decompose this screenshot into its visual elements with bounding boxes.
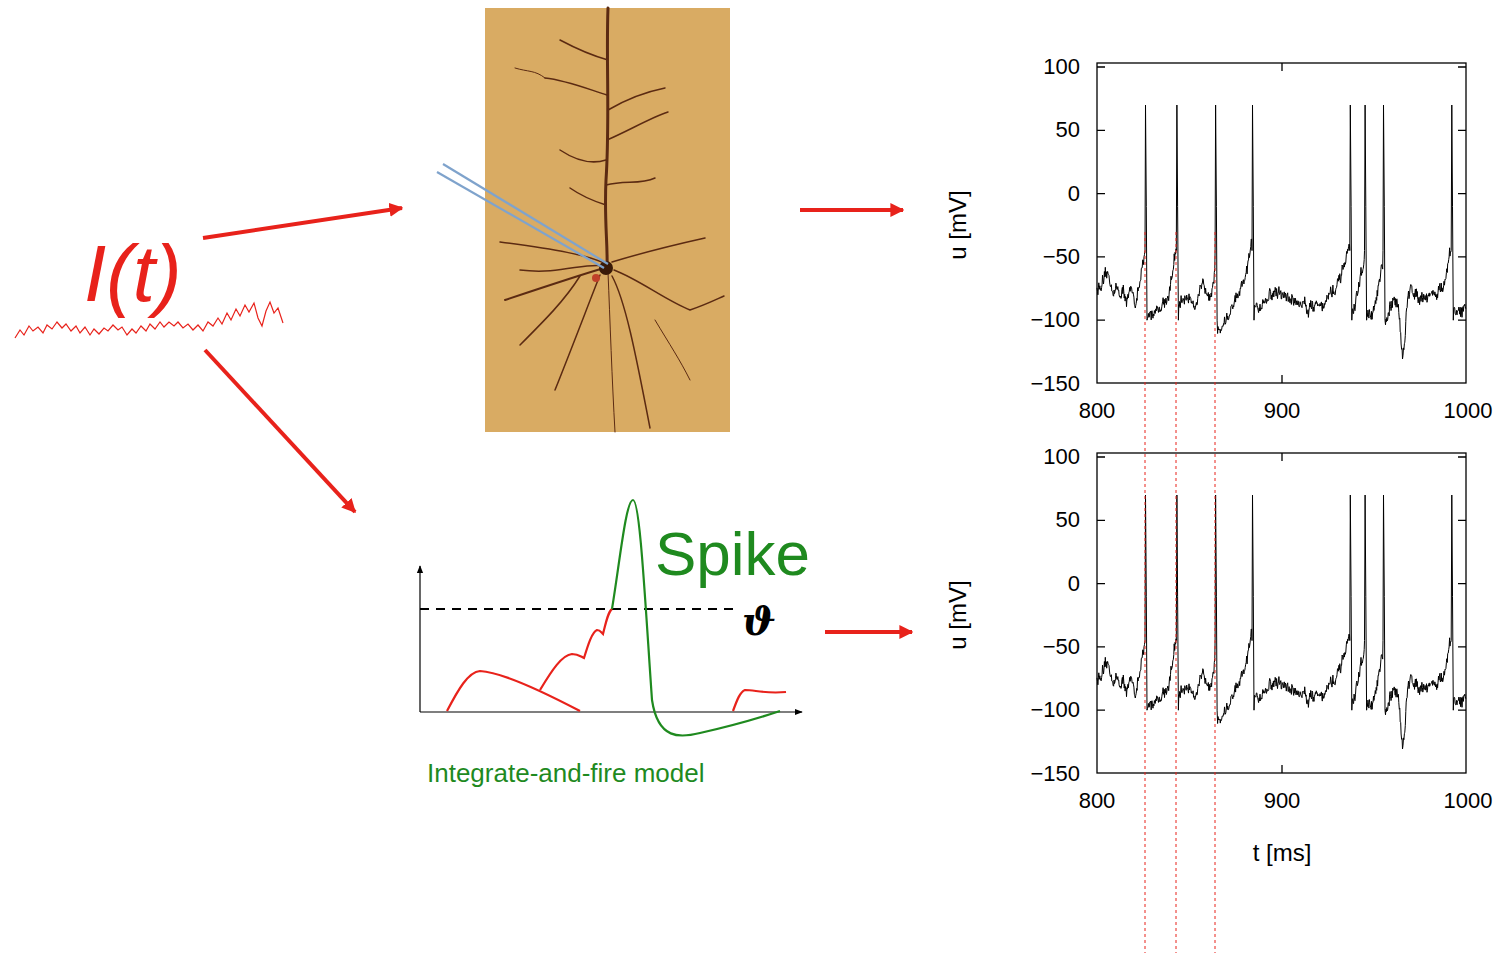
- model-caption: Integrate-and-fire model: [427, 760, 704, 786]
- recorded-voltage-plot: 100 50 0 −50 −100 −150 800 900 1000 u [mV]: [912, 41, 1500, 430]
- neuron-to-recording-arrow: [800, 208, 903, 212]
- flow-arrow: [205, 350, 355, 512]
- tick-label: 800: [1079, 400, 1116, 422]
- tick-label: 800: [1079, 790, 1116, 812]
- integrate-and-fire-model: Spike ϑIntegrate-and-fire model: [355, 495, 825, 795]
- flow-arrow: [825, 630, 912, 634]
- voltage-trace-model: [1097, 495, 1466, 749]
- threshold-symbol: ϑ: [742, 601, 776, 641]
- plot-frames: [1097, 63, 1466, 773]
- input-current: I(t): [12, 230, 288, 350]
- tick-label: −100: [1000, 699, 1080, 721]
- axis-title: u [mV]: [946, 580, 970, 649]
- tick-label: 50: [1000, 509, 1080, 531]
- input-to-neuron-arrow: [203, 208, 402, 238]
- tick-label: 0: [1000, 573, 1080, 595]
- tick-label: 900: [1264, 400, 1301, 422]
- tick-label: 900: [1264, 790, 1301, 812]
- electrode: [437, 164, 608, 268]
- input-label: I(t): [84, 234, 182, 314]
- model-voltage-plot: 100 50 0 −50 −100 −150 800 900 1000 u [mV] t [ms]: [912, 431, 1500, 875]
- axis-title: u [mV]: [946, 190, 970, 259]
- spike-label: Spike: [655, 523, 810, 585]
- tick-label: −150: [1000, 763, 1080, 785]
- tick-label: 100: [1000, 446, 1080, 468]
- tick-label: 1000: [1444, 790, 1493, 812]
- voltage-trace-recorded: [1097, 105, 1466, 359]
- tick-label: −50: [1000, 636, 1080, 658]
- spike-time-markers: [1145, 232, 1215, 953]
- tick-label: 1000: [1444, 400, 1493, 422]
- tick-label: −100: [1000, 309, 1080, 331]
- tick-label: 50: [1000, 119, 1080, 141]
- tick-label: 0: [1000, 183, 1080, 205]
- tick-label: −150: [1000, 373, 1080, 395]
- tick-label: 100: [1000, 56, 1080, 78]
- axis-title: t [ms]: [1253, 841, 1312, 865]
- tick-label: −50: [1000, 246, 1080, 268]
